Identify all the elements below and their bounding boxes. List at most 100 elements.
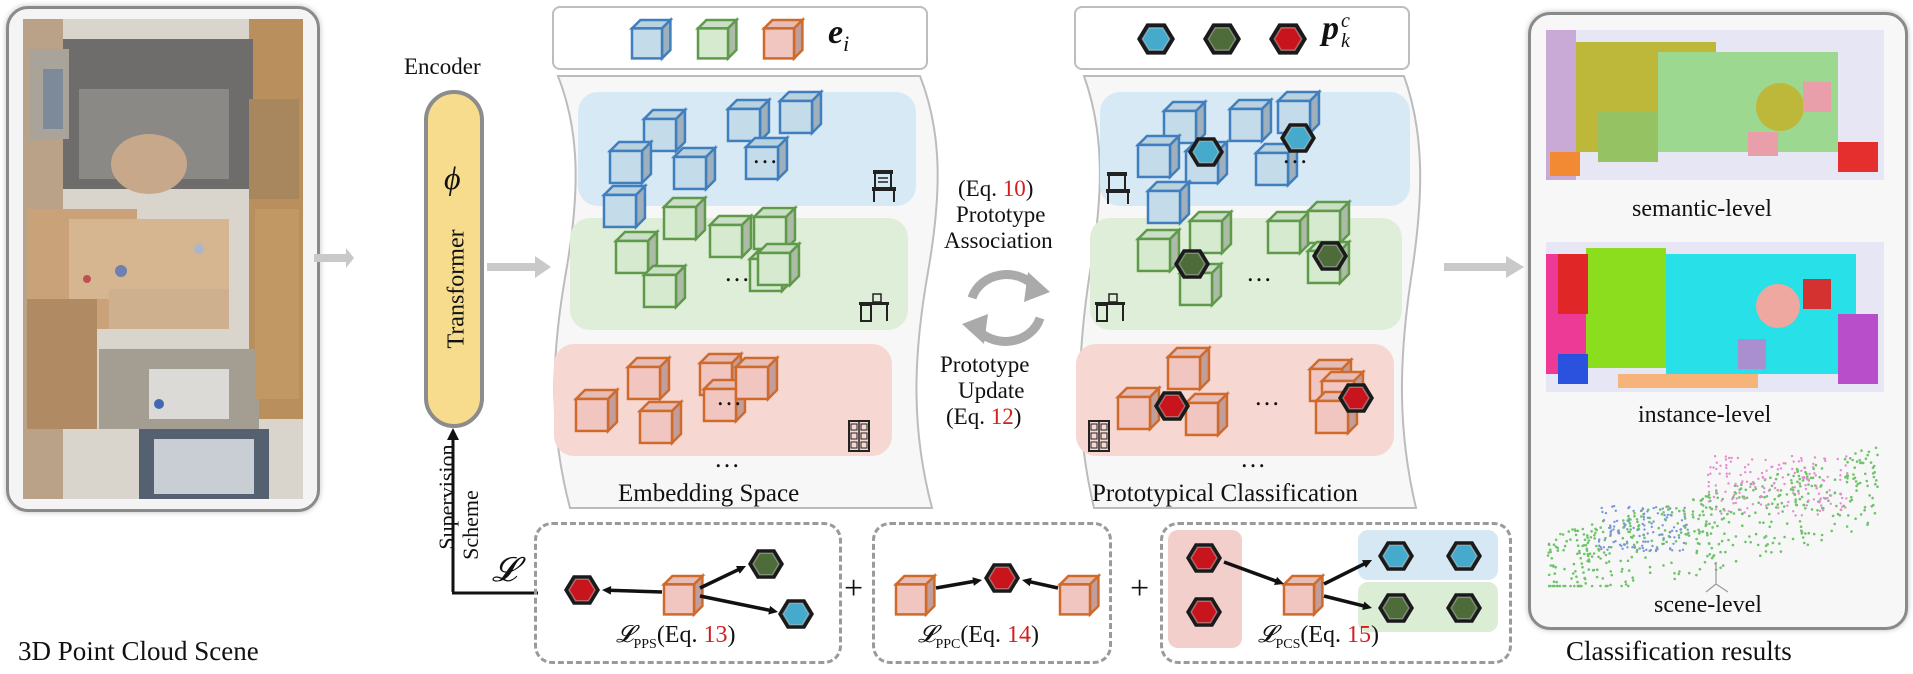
input-caption: 3D Point Cloud Scene — [18, 636, 259, 666]
plus-sign-2: + — [1130, 570, 1150, 607]
phi-symbol: ϕ — [444, 160, 461, 196]
scene-level-label: scene-level — [1654, 592, 1762, 618]
pps-symbol: 𝓛 — [616, 622, 634, 648]
embedding-cube-blue-4 — [724, 96, 772, 144]
ppc-eq-prefix: (Eq. — [960, 622, 1008, 648]
pcs-arrow-pull — [1223, 560, 1284, 585]
desk-icon — [859, 293, 889, 322]
embedding-cube-blue-6 — [742, 134, 790, 182]
scheme-label: Scheme — [458, 490, 483, 560]
prototype-green-2-icon — [1312, 241, 1348, 271]
pcs-arrow-push-blue — [1323, 560, 1372, 586]
embedding-cube-green-1 — [660, 194, 708, 242]
eq12-suffix: ) — [1013, 404, 1022, 429]
loss-ppc-label: 𝓛PPC(Eq. 14) — [918, 622, 1039, 653]
prototype-red-2-icon — [1338, 383, 1374, 413]
results-caption: Classification results — [1566, 636, 1792, 666]
header-prototype-red-icon — [1269, 23, 1307, 55]
embedding-symbol-sub: i — [843, 30, 850, 56]
ppc-prototype-red-icon — [984, 563, 1020, 593]
loss-pcs-label: 𝓛PCS(Eq. 15) — [1258, 622, 1379, 653]
transformer-block — [424, 90, 484, 428]
prototype-cube-green-3 — [1264, 208, 1312, 256]
prototype-symbol-sup: c — [1341, 10, 1350, 33]
ppc-cube-red-left — [892, 572, 938, 618]
cabinet-icon — [848, 420, 870, 452]
pcs-eq-prefix: (Eq. — [1300, 622, 1348, 648]
prototype-caption: Prototypical Classification — [1092, 480, 1358, 507]
prototype-cube-red-2 — [1182, 390, 1230, 438]
scene-result-image — [1546, 446, 1879, 593]
pcs-eq-suffix: ) — [1371, 622, 1380, 648]
prototype-dots-2: … — [1246, 258, 1272, 287]
embedding-cube-red-2 — [636, 398, 684, 446]
classification-to-results-arrow — [1444, 256, 1524, 278]
embedding-dots-1: … — [752, 140, 778, 169]
supervision-label: Supervision — [434, 444, 459, 550]
loss-pcs-box — [1160, 522, 1512, 664]
semantic-level-label: semantic-level — [1632, 196, 1772, 222]
embedding-cube-red-5 — [732, 354, 780, 402]
prototype-dots-3: … — [1254, 382, 1280, 411]
prototype-green-1-icon — [1174, 249, 1210, 279]
prototype-symbol-sub: k — [1341, 30, 1350, 53]
encoder-to-embedding-arrow — [487, 256, 551, 278]
prototype-cube-blue-3 — [1144, 178, 1192, 226]
prototype-cube-red-1 — [1114, 384, 1162, 432]
prototype-header-hexagons — [1137, 23, 1307, 55]
pps-subscript: PPS — [633, 636, 657, 652]
pps-eq-suffix: ) — [727, 622, 736, 648]
ppc-symbol: 𝓛 — [918, 622, 936, 648]
pcs-prototype-blue-1-icon — [1378, 541, 1414, 571]
prototype-cube-blue-4 — [1226, 96, 1274, 144]
eq12-label: (Eq. 12) — [946, 404, 1021, 430]
eq10-prefix: (Eq. — [958, 176, 1003, 201]
pps-prototype-blue-icon — [778, 599, 814, 629]
association-line1: Prototype — [956, 202, 1046, 227]
embedding-cube-green-3 — [706, 212, 754, 260]
prototype-cube-red-0 — [1164, 344, 1212, 392]
embedding-dots-3: … — [716, 382, 742, 411]
supervision-arrow — [447, 428, 538, 595]
pps-arrow-push-green — [699, 565, 746, 590]
loss-diagrams — [564, 541, 1482, 629]
pcs-prototype-green-2-icon — [1446, 593, 1482, 623]
eq10-suffix: ) — [1025, 176, 1034, 201]
chair-icon-2 — [1106, 172, 1130, 204]
header-prototype-green-icon — [1203, 23, 1241, 55]
prototype-blue-1-icon — [1188, 137, 1224, 167]
pcs-subscript: PCS — [1275, 636, 1301, 652]
embedding-header-cubes — [628, 16, 806, 62]
loss-ppc-box — [872, 522, 1112, 664]
pcs-prototype-red-2-icon — [1186, 597, 1222, 627]
ppc-arrow-right — [1022, 577, 1059, 590]
prototype-cube-green-1 — [1186, 208, 1234, 256]
pcs-eq-number: 15 — [1347, 622, 1372, 648]
pps-eq-number: 13 — [703, 622, 728, 648]
embedding-dots-2: … — [724, 258, 750, 287]
pcs-prototype-red-1-icon — [1186, 543, 1222, 573]
embedding-cube-green-2 — [640, 262, 688, 310]
point-cloud-scene-image — [23, 19, 303, 499]
update-line2: Update — [958, 378, 1025, 403]
pcs-symbol: 𝓛 — [1258, 622, 1276, 648]
desk-icon-2 — [1095, 293, 1125, 322]
scene-to-encoder-arrow — [314, 248, 354, 268]
ppc-subscript: PPC — [935, 636, 961, 652]
pps-prototype-red-icon — [564, 575, 600, 605]
embedding-header-symbol: ei — [828, 14, 849, 57]
encoder-title: Encoder — [404, 54, 481, 79]
eq12-prefix: (Eq. — [946, 404, 991, 429]
ppc-eq-number: 14 — [1007, 622, 1032, 648]
header-prototype-blue-icon — [1137, 23, 1175, 55]
ppc-cube-red-right — [1056, 572, 1102, 618]
eq10-label: (Eq. 10) — [958, 176, 1033, 202]
embedding-cube-blue-0 — [640, 106, 688, 154]
scene-points — [1546, 446, 1879, 593]
transformer-label: Transformer — [443, 229, 470, 349]
embedding-cube-green-0 — [612, 228, 660, 276]
plus-sign-1: + — [844, 570, 864, 607]
ppc-arrow-left — [935, 577, 982, 590]
embedding-cube-blue-5 — [776, 88, 824, 136]
embedding-cube-blue-3 — [670, 144, 718, 192]
